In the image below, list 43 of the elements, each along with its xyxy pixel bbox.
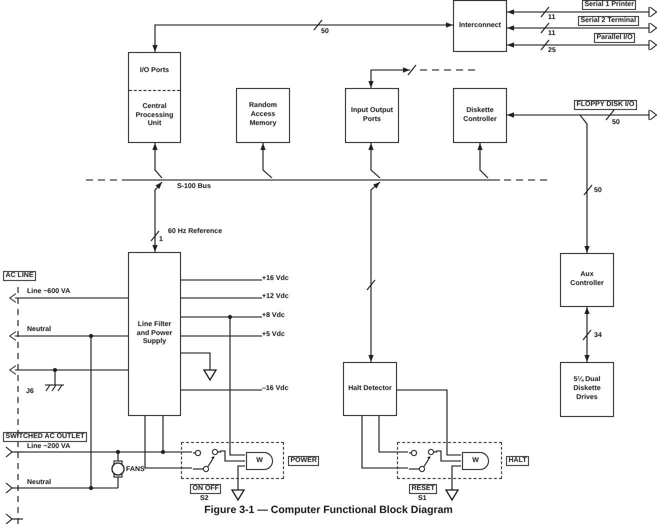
process-box — [453, 0, 507, 52]
connector-arrow — [584, 307, 590, 362]
connector-arrow — [507, 22, 657, 34]
process-box — [236, 88, 290, 143]
connector-arrow — [152, 22, 453, 52]
wire-line — [397, 389, 461, 456]
wire-line — [144, 416, 192, 469]
relay-symbol — [246, 452, 273, 470]
connector-arrow — [152, 143, 162, 178]
process-box — [560, 362, 614, 417]
connector-arrow — [507, 112, 590, 253]
connector-arrow — [260, 143, 272, 178]
wire-line — [181, 297, 262, 299]
process-box — [345, 88, 399, 143]
connector-arrow — [152, 182, 162, 252]
connector-arrow — [368, 67, 410, 88]
connector-arrow — [507, 40, 657, 50]
wire-line — [220, 450, 245, 462]
connector-arrow — [368, 182, 380, 362]
process-box — [560, 253, 614, 307]
process-box — [128, 52, 181, 143]
connector-arrow — [9, 293, 128, 303]
wire-line — [361, 416, 408, 469]
connector-arrow — [477, 143, 488, 178]
wire-line — [181, 335, 262, 337]
wire-line — [181, 316, 245, 456]
wire-line — [181, 389, 262, 391]
wire-line — [21, 451, 192, 453]
connector-arrow — [9, 331, 128, 341]
process-box — [128, 252, 181, 416]
wire-line — [237, 465, 245, 490]
wire-line — [181, 352, 211, 370]
wire-line — [181, 279, 262, 281]
connector-arrow — [368, 143, 380, 178]
process-box — [453, 88, 507, 143]
wire-line — [378, 416, 408, 453]
figure-caption: Figure 3-1 — Computer Functional Block Diagram — [203, 504, 454, 516]
relay-symbol — [462, 452, 489, 470]
wire-line — [451, 465, 461, 490]
connector-arrow — [9, 365, 128, 375]
wire-line — [436, 450, 461, 462]
process-box — [343, 362, 397, 416]
connector-arrow — [507, 6, 657, 18]
